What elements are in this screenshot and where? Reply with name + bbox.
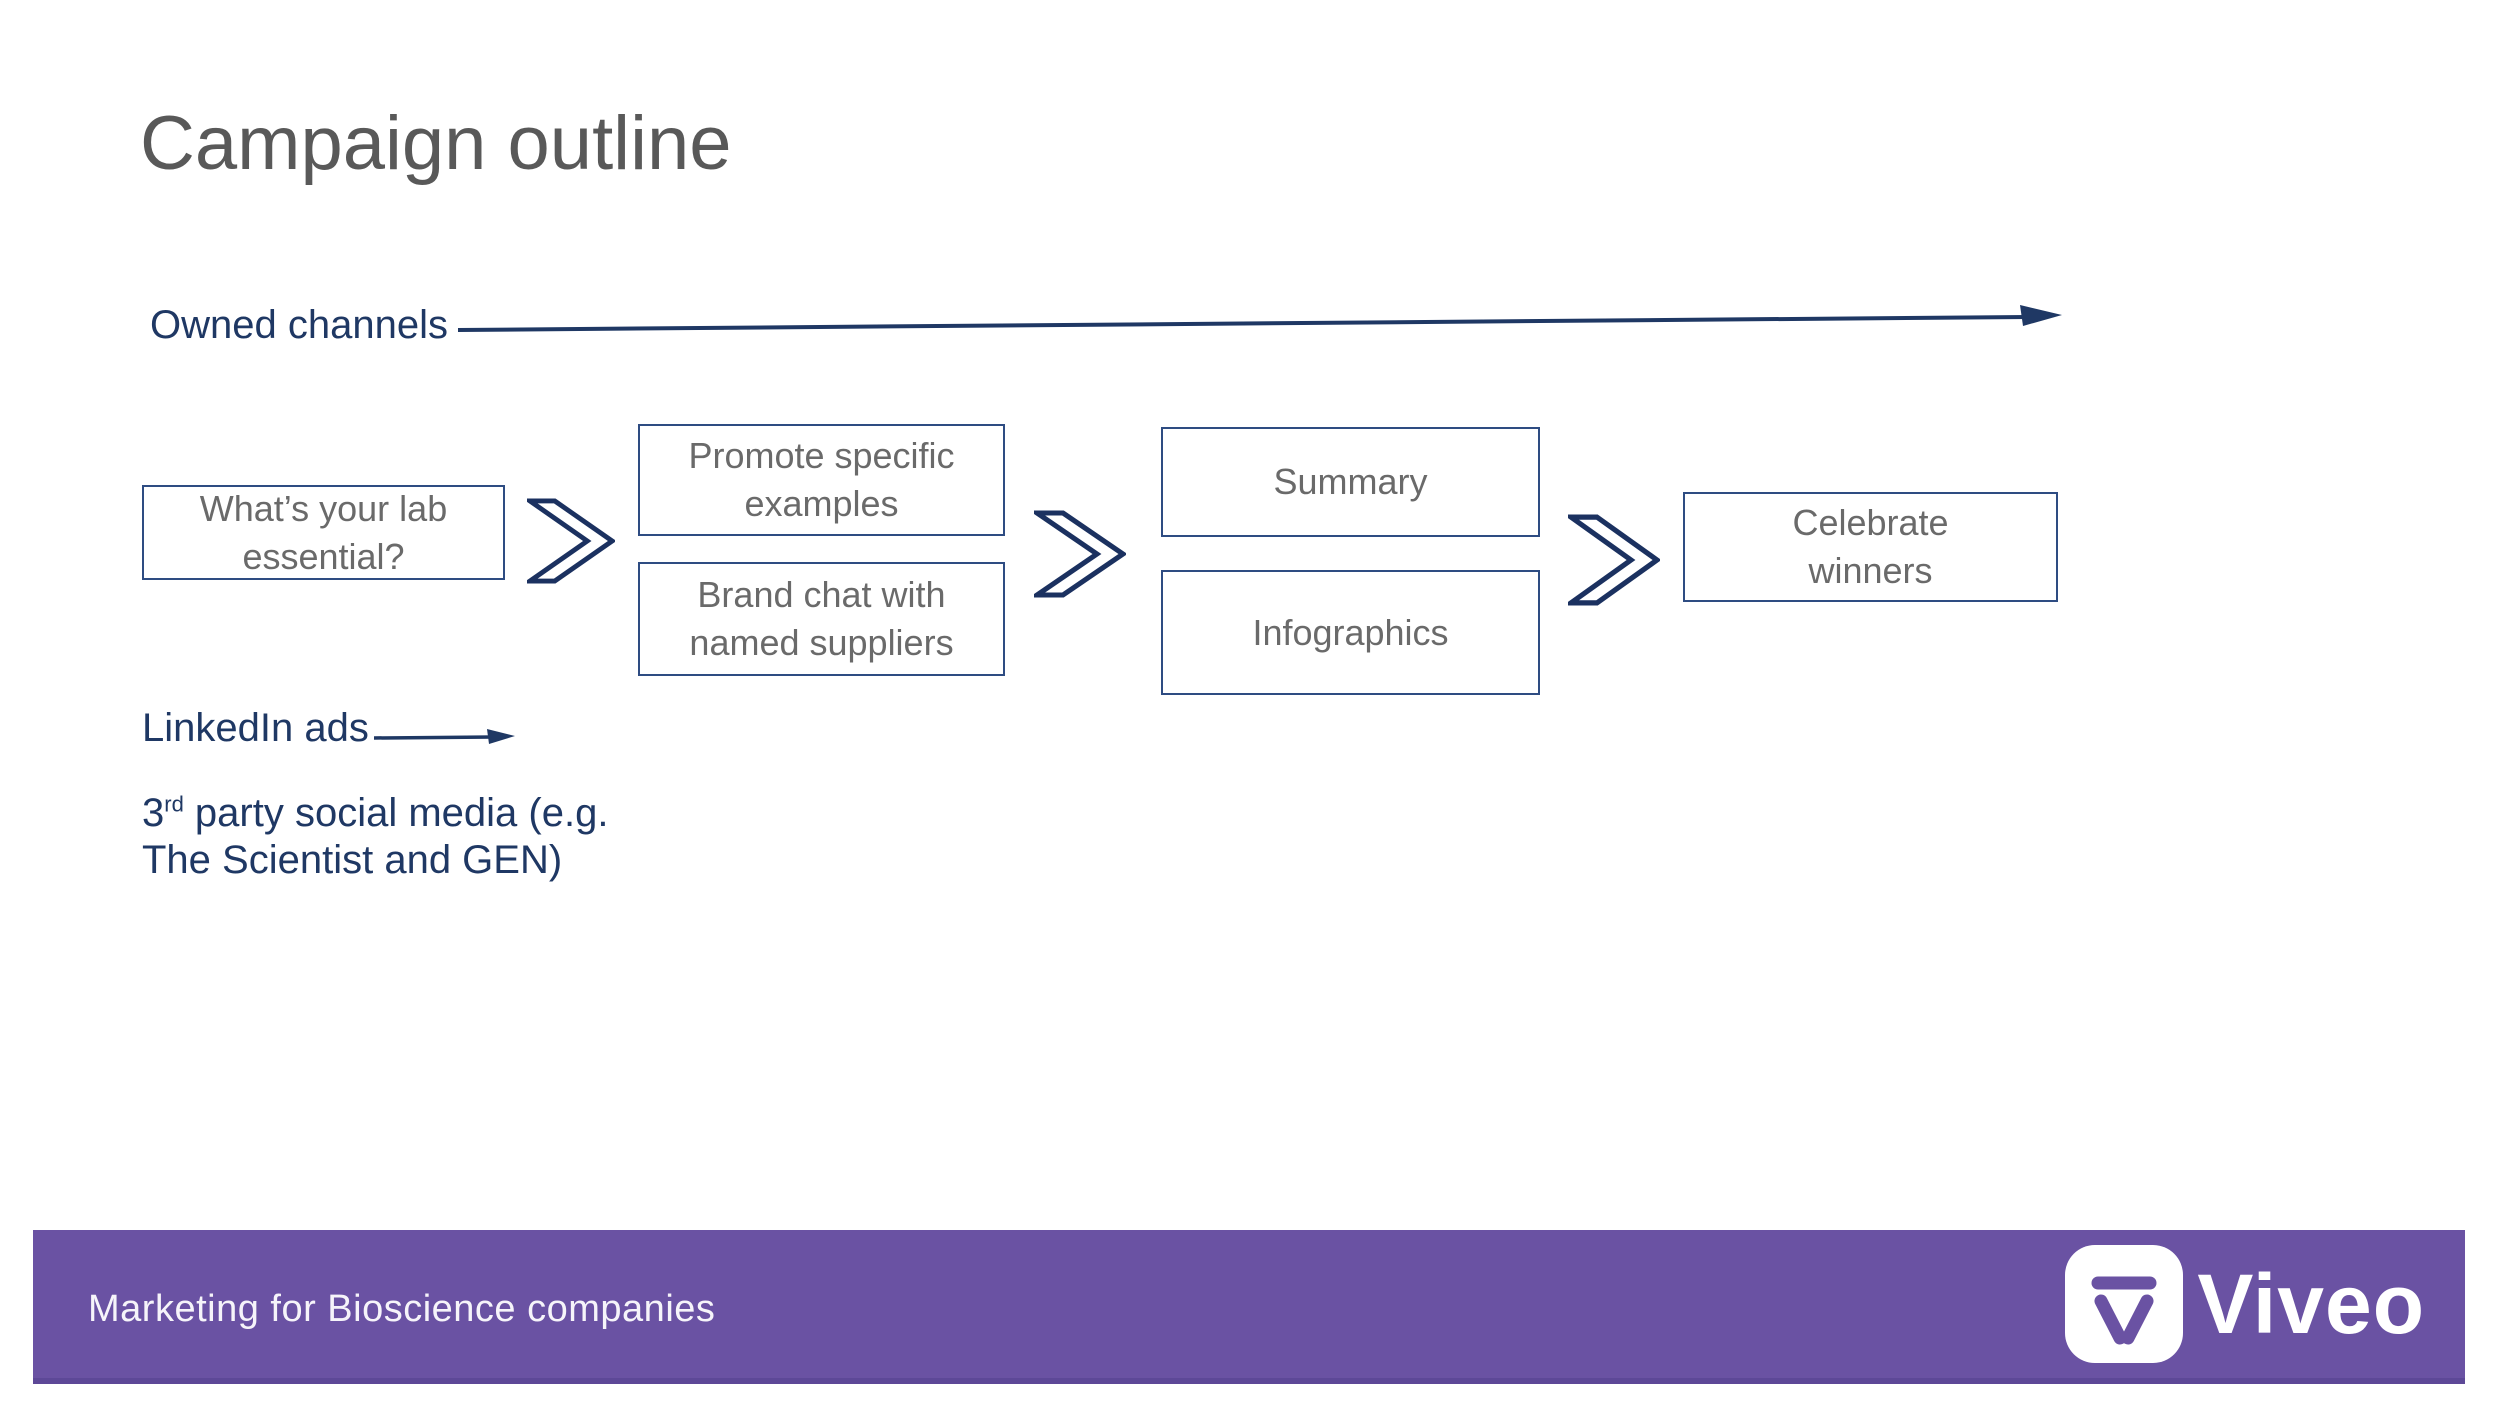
footer-tagline: Marketing for Bioscience companies (88, 1287, 716, 1330)
flow-box-celebrate-winners: Celebrate winners (1683, 492, 2058, 602)
flow-box-promote-specific-examples: Promote specific examples (638, 424, 1005, 536)
chevron-arrow-icon (1568, 514, 1660, 606)
viveo-triangle-icon (2065, 1245, 2184, 1363)
flow-box-summary: Summary (1161, 427, 1540, 537)
third-party-line-2: The Scientist and GEN) (142, 838, 563, 882)
viveo-wordmark: Viveo (2197, 1256, 2425, 1351)
third-party-line-1: 3rd party social media (e.g. (142, 790, 608, 837)
owned-channels-arrow right-arrow-icon (457, 305, 2062, 332)
linkedin-ads-arrow right-arrow-icon (373, 729, 515, 744)
flow-box-label: Summary (1273, 461, 1428, 503)
slide-title: Campaign outline (140, 101, 732, 186)
third-party-social-label: 3rd party social media (e.g. The Scienti… (142, 790, 608, 884)
chevron-arrow-icon (527, 498, 615, 584)
flow-box-whats-your-lab-essential: What’s your lab essential? (142, 485, 505, 580)
flow-box-label: Infographics (1252, 611, 1449, 653)
linkedin-ads-label: LinkedIn ads (142, 706, 369, 750)
flow-box-brand-chat-named-suppliers: Brand chat with named suppliers (638, 562, 1005, 676)
chevron-arrow-icon (1034, 510, 1126, 598)
third-party-number: 3 (142, 791, 165, 835)
flow-box-label: Celebrate winners (1792, 502, 1949, 591)
owned-channels-label: Owned channels (150, 303, 448, 347)
flow-box-label: What’s your lab essential? (199, 487, 448, 577)
footer-bar: Marketing for Bioscience companies Viveo (33, 1230, 2465, 1384)
viveo-logo: Viveo (2065, 1230, 2425, 1378)
flow-box-label: Promote specific examples (688, 435, 955, 524)
third-party-ordinal: rd (164, 791, 184, 817)
flow-box-infographics: Infographics (1161, 570, 1540, 695)
flow-box-label: Brand chat with named suppliers (689, 574, 954, 663)
third-party-text: party social media (e.g. (183, 791, 609, 835)
